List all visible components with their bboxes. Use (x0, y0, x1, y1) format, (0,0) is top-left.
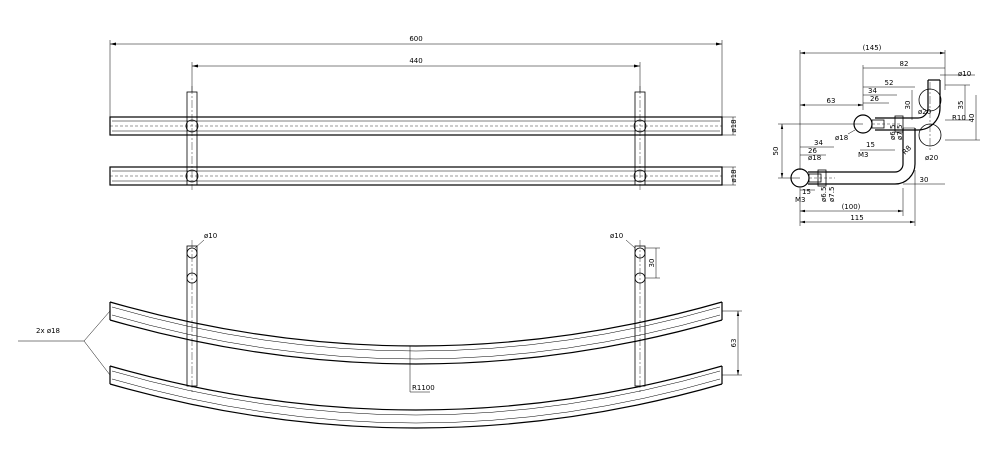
lower-hook-tube (808, 127, 916, 185)
dim-30-upper: 30 (904, 90, 913, 120)
plan-left-rod (186, 240, 198, 392)
lower-tube (109, 166, 723, 186)
dim-40-label: 40 (968, 114, 976, 123)
dim-dia10: ø10 (940, 70, 975, 78)
lower-clamp (790, 168, 835, 188)
bracket-spacing-label: 440 (409, 57, 422, 65)
left-bracket-rod (185, 86, 199, 190)
dim-82-label: 82 (900, 60, 909, 68)
upper-tube-dia-label: ø18 (730, 119, 738, 132)
plan-view: ø10 ø10 30 63 R1100 (18, 232, 742, 429)
dim-26-upper: 26 (863, 95, 889, 104)
dim-tube-diameters: ø18 ø18 (722, 116, 738, 186)
dim-side-overall: (145) (799, 44, 946, 170)
plan-radius-label: R1100 (412, 384, 435, 392)
plan-dia10-right-label: ø10 (610, 232, 623, 240)
plan-dim-30-label: 30 (648, 259, 656, 268)
dim-34-lower-label: 34 (814, 139, 823, 147)
dim-34-upper-label: 34 (868, 87, 877, 95)
plan-right-rod (634, 240, 646, 392)
dim-115: 115 (800, 170, 916, 226)
dim-bracket-spacing: 440 (191, 57, 641, 92)
dim-82: 82 (862, 60, 945, 110)
upper-curved-tube (109, 301, 723, 365)
dim-52: 52 (863, 79, 915, 88)
dim-15-lower-label: 15 (802, 188, 811, 196)
r10-label: R10 (952, 114, 966, 122)
plan-dim-63-label: 63 (730, 339, 738, 348)
dim-35-label: 35 (957, 101, 965, 110)
upper-hook-tube (875, 79, 942, 150)
dia18-lower-label: ø18 (808, 154, 821, 162)
dim-26-upper-label: 26 (870, 95, 879, 103)
m3-upper-label: M3 (858, 151, 869, 159)
dim-63-side-label: 63 (827, 97, 836, 105)
dim-35-40: 35 40 (945, 84, 980, 141)
leader-label: 2x ø18 (36, 327, 60, 335)
upper-tube (109, 116, 723, 136)
dim-115-label: 115 (850, 214, 863, 222)
dim-100: (100) (799, 188, 904, 226)
dim-26-lower-label: 26 (808, 147, 817, 155)
dim-50-label: 50 (772, 147, 780, 156)
dim-63-side: 63 (800, 97, 863, 107)
overall-length-label: 600 (409, 35, 422, 43)
plan-dim-63: 63 (722, 310, 742, 376)
right-bracket-rod (633, 86, 647, 190)
dia65-upper-label: ø6.5 (889, 125, 897, 140)
plan-leader: 2x ø18 (18, 310, 111, 376)
lower-curved-tube (109, 365, 723, 429)
dia20-lower-label: ø20 (925, 154, 938, 162)
plan-radius: R1100 (409, 346, 435, 393)
dim-overall-length: 600 (109, 35, 723, 118)
dim-30-upper-label: 30 (904, 101, 912, 110)
dia65-lower-label: ø6.5 (820, 187, 828, 202)
front-view: 600 440 (109, 35, 738, 190)
dim-15-upper-label: 15 (866, 141, 875, 149)
side-overall-label: (145) (863, 44, 882, 52)
dim-34-upper: 34 (863, 87, 897, 96)
dim-30-lower: 30 (903, 176, 945, 185)
side-view: (145) 82 ø10 52 34 26 (772, 44, 980, 226)
dim-52-label: 52 (885, 79, 894, 87)
dia18-upper-label: ø18 (835, 134, 848, 142)
dia10-label: ø10 (958, 70, 971, 78)
dia75-upper-label: ø7.5 (896, 125, 904, 140)
dim-50: 50 (772, 123, 863, 179)
plan-dia10-left-label: ø10 (204, 232, 217, 240)
dia20-upper-label: ø20 (918, 108, 931, 116)
plan-dim-30: 30 (645, 247, 660, 279)
dia75-lower-label: ø7.5 (828, 187, 836, 202)
dim-30-lower-label: 30 (920, 176, 929, 184)
dim-100-label: (100) (842, 203, 861, 211)
lower-tube-dia-label: ø18 (730, 169, 738, 182)
